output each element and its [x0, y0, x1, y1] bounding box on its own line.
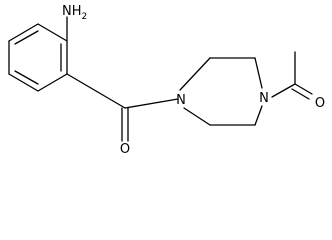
ring-bond-2	[8, 23, 39, 42]
acetyl-oxygen-label: O	[315, 96, 325, 111]
pip-bond-6	[183, 107, 211, 126]
n-acetyl-bond	[271, 83, 296, 98]
piperazine-ring	[179, 57, 263, 126]
ring-inner-double-1	[14, 30, 39, 45]
benzene-ring	[8, 23, 68, 92]
amide-carbonyl-double-bond	[121, 107, 129, 142]
amide-oxygen-label: O	[120, 142, 130, 155]
ring-bond-5	[37, 73, 68, 92]
ch2-carbonyl-bond	[95, 90, 126, 109]
ring-bond-4	[8, 73, 39, 92]
molecule-structure: NH2 O N N O	[8, 4, 325, 155]
amine-label: NH2	[62, 4, 87, 22]
ring-bond-1	[37, 23, 68, 42]
carbonyl-n-bond	[124, 98, 179, 109]
pip-bond-1	[179, 57, 211, 91]
ch2-bond	[66, 73, 97, 92]
ring-inner-double-2	[14, 70, 39, 85]
piperazine-n1-label: N	[176, 93, 186, 108]
piperazine-n4-label: N	[259, 91, 269, 106]
acetyl-carbonyl-double-bond	[291, 83, 313, 100]
pip-bond-3	[254, 57, 263, 89]
pip-bond-4	[254, 105, 263, 126]
